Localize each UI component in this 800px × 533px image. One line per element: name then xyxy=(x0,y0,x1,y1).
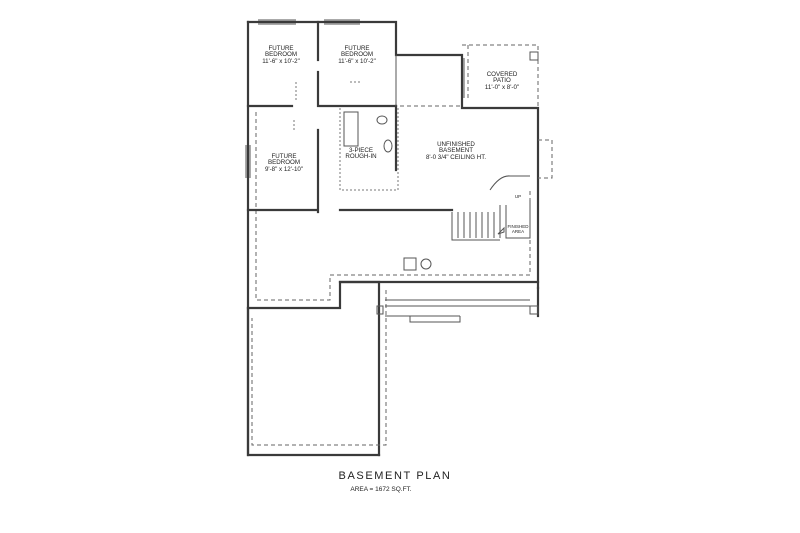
room-size: 11'-6" x 10'-2" xyxy=(338,58,376,65)
room-size: 9'-8" x 12'-10" xyxy=(265,166,303,173)
stairs: UP FINISHED AREA xyxy=(451,175,531,241)
finished-area-label-2: AREA xyxy=(512,229,524,234)
room-name: FUTURE xyxy=(268,45,293,52)
finished-area-label-1: FINISHED xyxy=(507,224,529,229)
room-name: BEDROOM xyxy=(268,159,300,166)
mechanical-equipment xyxy=(403,257,432,271)
room-label-future-bedroom-3: FUTURE BEDROOM 9'-8" x 12'-10" xyxy=(265,153,303,173)
room-label-covered-patio: COVERED PATIO 11'-0" x 8'-0" xyxy=(485,71,519,91)
exterior-walls xyxy=(246,20,540,457)
windows xyxy=(245,19,360,178)
room-size: 11'-0" x 8'-0" xyxy=(485,84,519,91)
plan-area: AREA = 1672 SQ.FT. xyxy=(350,486,411,493)
room-name: ROUGH-IN xyxy=(345,153,376,160)
covered-patio xyxy=(462,44,539,108)
room-name: FUTURE xyxy=(271,153,296,160)
room-name: 3-PIECE xyxy=(349,147,373,154)
foundation-lines xyxy=(251,112,531,446)
room-name: FUTURE xyxy=(344,45,369,52)
room-name: PATIO xyxy=(493,77,511,84)
room-name: BASEMENT xyxy=(439,147,473,154)
interior-walls xyxy=(246,20,462,214)
room-label-bath: 3-PIECE ROUGH-IN xyxy=(345,147,376,160)
room-name: BEDROOM xyxy=(341,51,373,58)
room-label-future-bedroom-2: FUTURE BEDROOM 11'-6" x 10'-2" xyxy=(338,45,376,65)
room-name: BEDROOM xyxy=(265,51,297,58)
room-label-unfinished-basement: UNFINISHED BASEMENT 8'-0 3/4" CEILING HT… xyxy=(426,141,486,161)
room-name: COVERED xyxy=(487,71,518,78)
room-size: 11'-6" x 10'-2" xyxy=(262,58,300,65)
room-size: 8'-0 3/4" CEILING HT. xyxy=(426,154,486,161)
stair-up-label: UP xyxy=(515,194,521,199)
plan-title: BASEMENT PLAN xyxy=(339,470,452,482)
room-label-future-bedroom-1: FUTURE BEDROOM 11'-6" x 10'-2" xyxy=(262,45,300,65)
room-name: UNFINISHED xyxy=(437,141,475,148)
side-bay xyxy=(538,139,553,179)
bath-rough-in xyxy=(293,81,399,191)
